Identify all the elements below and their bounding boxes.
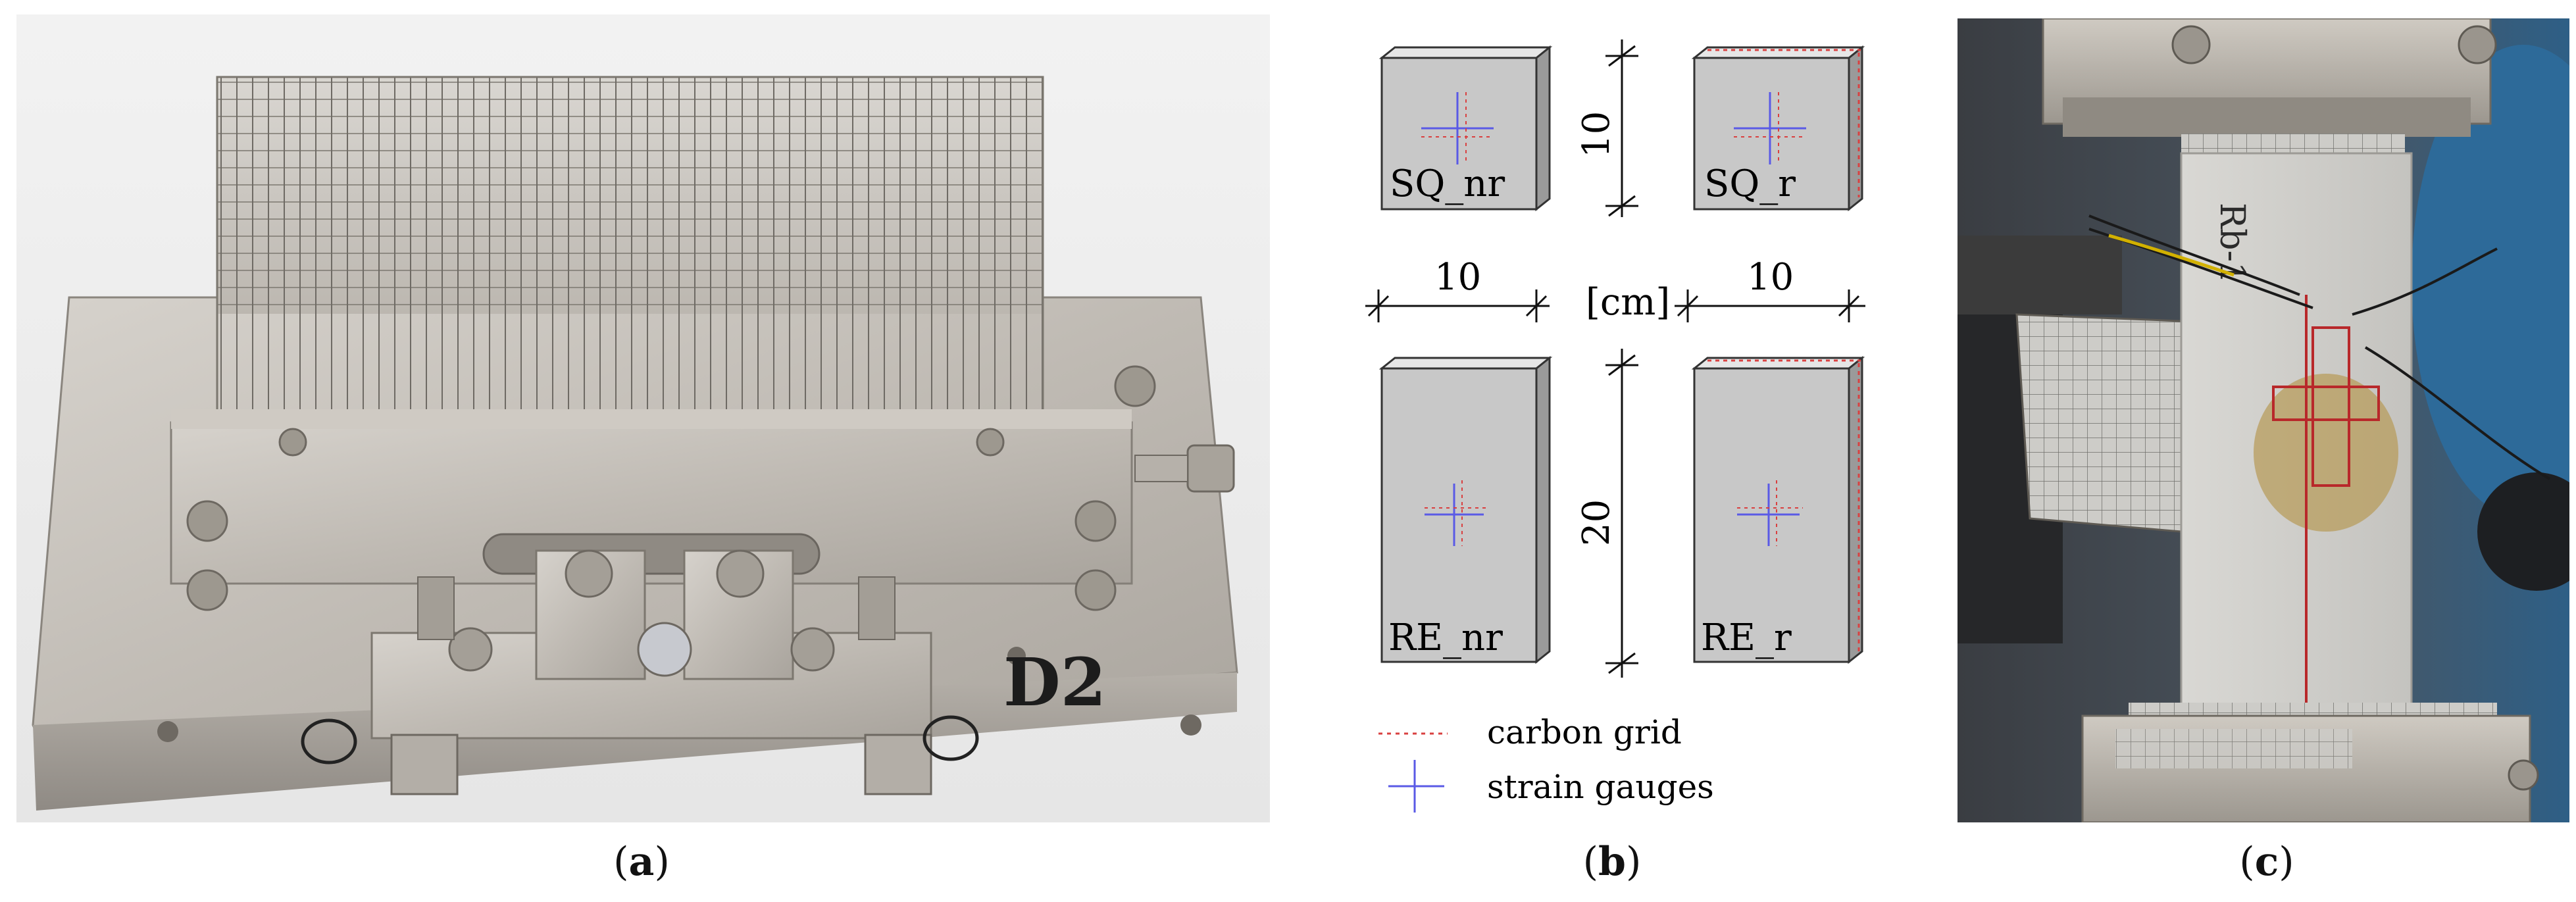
handwritten-marking-d2: D2 — [1003, 643, 1106, 721]
legend-swatch-strain-gauges — [1388, 760, 1444, 813]
dimension-re-height — [1605, 349, 1638, 678]
dimension-width-right — [1675, 289, 1865, 322]
strain-gauge-sq-nr — [1421, 92, 1494, 164]
panel-c-photo: Rb-1 — [1957, 17, 2576, 824]
specimen-schematic: SQ_nr SQ_r 10 — [1365, 39, 1865, 813]
caption-c: (c) — [2239, 839, 2294, 885]
test-setup-photo-illustration: Rb-1 — [1957, 17, 2576, 824]
legend-label-strain-gauges: strain gauges — [1487, 768, 1714, 806]
strain-gauge-re-r — [1737, 480, 1803, 546]
caption-b: (b) — [1582, 839, 1642, 885]
strain-gauge-sq-r — [1734, 92, 1806, 164]
dimension-sq-height — [1605, 39, 1638, 217]
caption-a: (a) — [613, 839, 670, 885]
specimen-label-re-r: RE_r — [1701, 616, 1792, 659]
dimension-label-width-left: 10 — [1434, 256, 1481, 299]
dimension-label-re-height: 20 — [1575, 499, 1618, 546]
panel-a-photo: D2 — [16, 14, 1270, 822]
unit-label: [cm] — [1586, 281, 1670, 324]
legend: carbon grid strain gauges — [1378, 713, 1714, 813]
specimen-label-sq-nr: SQ_nr — [1390, 163, 1505, 205]
dimension-width-left — [1365, 289, 1550, 322]
dimension-label-width-right: 10 — [1747, 256, 1794, 299]
specimen-sq-r: SQ_r — [1691, 45, 1865, 212]
specimen-label-sq-r: SQ_r — [1704, 163, 1796, 205]
legend-label-carbon-grid: carbon grid — [1487, 713, 1682, 751]
mould-photo-illustration: D2 — [16, 14, 1270, 822]
panel-b-schematic: SQ_nr SQ_r 10 — [1316, 0, 1908, 829]
specimen-re-r: RE_r — [1691, 355, 1865, 664]
specimen-sq-nr: SQ_nr — [1378, 45, 1553, 212]
strain-gauge-re-nr — [1425, 480, 1486, 546]
dimension-label-sq-height: 10 — [1575, 111, 1618, 158]
specimen-re-nr: RE_nr — [1378, 355, 1553, 664]
specimen-label-re-nr: RE_nr — [1388, 616, 1503, 659]
